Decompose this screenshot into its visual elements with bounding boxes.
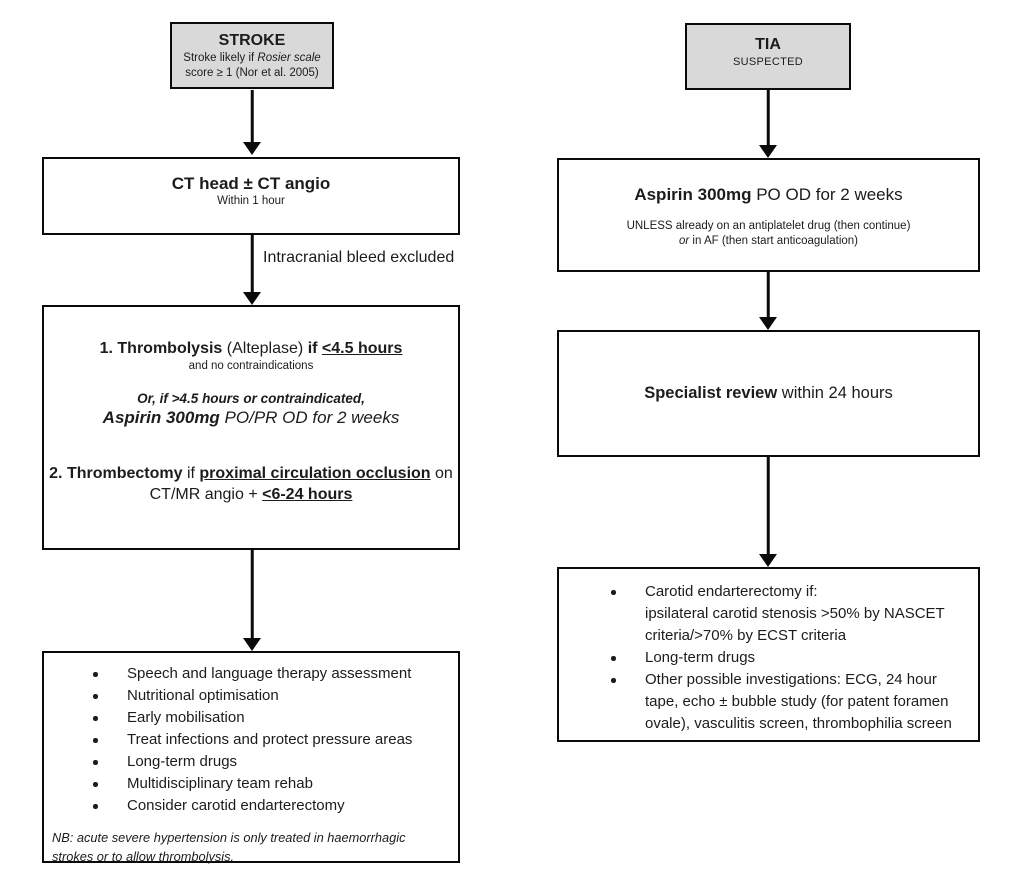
specialist-review-bold: Specialist review [644,384,778,402]
ct-title: CT head ± CT angio [171,174,331,193]
stroke-care-bullet-list: Speech and language therapy assessment N… [44,663,458,817]
list-item: Other possible investigations: ECG, 24 h… [559,669,978,735]
aspirin-unless-line: UNLESS already on an antiplatelet drug (… [626,220,911,232]
arrow-ct-to-treatment [242,235,262,305]
aspirin-bold: Aspirin 300mg [634,185,752,204]
6-24-hours-underline: <6-24 hours [262,486,353,503]
review-line: Specialist review within 24 hours [644,384,893,403]
stroke-subtitle-1-text: Stroke likely if [183,52,258,64]
aspirin-route-text: PO/PR OD for 2 weeks [219,408,400,427]
tia-subtitle: SUSPECTED [733,56,803,68]
angio-line: CT/MR angio + <6-24 hours [44,484,458,505]
or-italic: or [679,235,690,247]
review-timing-text: within 24 hours [777,384,893,402]
arrowhead-down-icon [243,142,261,155]
aspirin-300-bold: Aspirin 300mg [102,408,220,427]
thrombectomy-bold: 2. Thrombectomy [49,465,183,482]
nb-note: NB: acute severe hypertension is only tr… [52,830,406,864]
list-item: Long-term drugs [559,647,978,669]
arrow-shaft [766,272,770,319]
stroke-start-box: STROKE Stroke likely if Rosier scale sco… [170,22,334,89]
arrowhead-down-icon [243,292,261,305]
bleed-excluded-label: Intracranial bleed excluded [263,249,455,266]
tia-start-box: TIA SUSPECTED [685,23,851,90]
af-text: in AF (then start anticoagulation) [689,235,858,247]
no-contraindications-line: and no contraindications [188,360,314,372]
list-item: Treat infections and protect pressure ar… [44,729,458,751]
ct-mr-angio-text: CT/MR angio + [149,486,263,503]
rosier-scale-italic: Rosier scale [257,52,321,64]
arrow-stroke-to-ct [242,90,262,155]
arrow-review-to-followup [758,457,778,567]
stroke-treatment-box: 1. Thrombolysis (Alteplase) if <4.5 hour… [42,305,460,550]
stroke-subtitle-1: Stroke likely if Rosier scale [172,51,332,66]
arrow-shaft [766,90,770,147]
arrowhead-down-icon [243,638,261,651]
stroke-title: STROKE [218,32,286,49]
arrow-tia-to-aspirin [758,90,778,158]
aspirin-af-line: or in AF (then start anticoagulation) [559,234,978,249]
arrowhead-down-icon [759,317,777,330]
stenosis-criteria-line: ipsilateral carotid stenosis >50% by NAS… [645,605,945,644]
tia-title: TIA [755,36,781,53]
on-text: on [430,465,453,482]
thrombolysis-line: 1. Thrombolysis (Alteplase) if <4.5 hour… [44,339,458,359]
tia-followup-bullet-list: Carotid endarterectomy if: ipsilateral c… [559,581,978,735]
arrow-shaft [250,90,254,144]
tia-aspirin-box: Aspirin 300mg PO OD for 2 weeks UNLESS a… [557,158,980,272]
stroke-subtitle-2: score ≥ 1 (Nor et al. 2005) [185,67,319,79]
aspirin-title: Aspirin 300mg PO OD for 2 weeks [559,184,978,206]
list-item: Early mobilisation [44,707,458,729]
list-item: Nutritional optimisation [44,685,458,707]
arrow-shaft [250,550,254,640]
arrowhead-down-icon [759,554,777,567]
thrombectomy-line: 2. Thrombectomy if proximal circulation … [44,463,458,484]
proximal-occlusion-underline: proximal circulation occlusion [199,465,431,482]
list-item: Consider carotid endarterectomy [44,795,458,817]
thrombolysis-bold: 1. Thrombolysis [99,340,223,357]
arrow-shaft [766,457,770,556]
alteplase-text: (Alteplase) [222,340,308,357]
arrow-shaft [250,235,254,294]
under-4-5-hours: <4.5 hours [321,340,403,357]
list-item: Speech and language therapy assessment [44,663,458,685]
list-item: Carotid endarterectomy if: ipsilateral c… [559,581,978,647]
stroke-care-box: Speech and language therapy assessment N… [42,651,460,864]
ct-head-box: CT head ± CT angio Within 1 hour [42,157,460,235]
arrow-treatment-to-care [242,550,262,651]
list-item: Multidisciplinary team rehab [44,773,458,795]
arrow-aspirin-to-review [758,272,778,330]
aspirin-regimen-text: PO OD for 2 weeks [751,185,903,204]
or-contraindicated-line: Or, if >4.5 hours or contraindicated, [137,391,365,406]
tia-followup-box: Carotid endarterectomy if: ipsilateral c… [557,567,980,742]
arrowhead-down-icon [759,145,777,158]
if-bold: if [307,340,322,357]
aspirin-alt-line: Aspirin 300mg PO/PR OD for 2 weeks [44,407,458,429]
ct-subtitle: Within 1 hour [217,195,285,207]
if-text: if [182,465,200,482]
carotid-if-line: Carotid endarterectomy if: [645,583,818,600]
specialist-review-box: Specialist review within 24 hours [557,330,980,457]
list-item: Long-term drugs [44,751,458,773]
